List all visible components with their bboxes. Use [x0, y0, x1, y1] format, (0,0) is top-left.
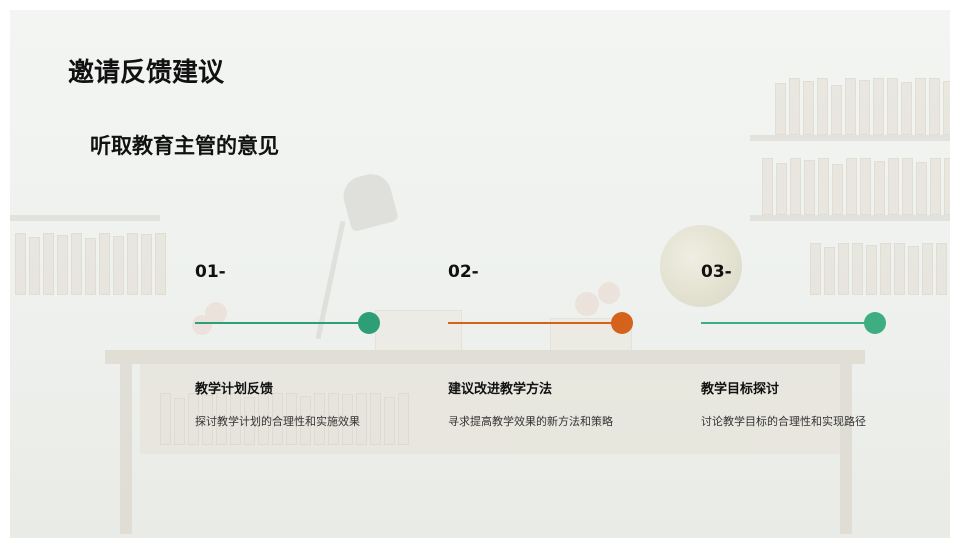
apple: [205, 302, 227, 324]
slide-canvas: 邀请反馈建议 听取教育主管的意见 01- 教学计划反馈 探讨教学计划的合理性和实…: [10, 10, 950, 538]
step-marker-dot: [864, 312, 886, 334]
slide-subtitle: 听取教育主管的意见: [90, 134, 279, 158]
step-description: 讨论教学目标的合理性和实现路径: [701, 415, 866, 428]
step-connector-line: [195, 322, 363, 324]
right-books-lower: [810, 243, 947, 295]
step-connector-line: [448, 322, 616, 324]
step-heading: 教学目标探讨: [701, 382, 780, 397]
desk-body: [140, 364, 840, 454]
desk-leg: [120, 364, 132, 534]
step-marker-dot: [358, 312, 380, 334]
slide-title: 邀请反馈建议: [68, 58, 225, 88]
desk-books: [160, 393, 409, 445]
step-heading: 建议改进教学方法: [448, 382, 553, 397]
classroom-background-image: [10, 10, 950, 538]
left-books: [15, 233, 166, 295]
apple: [575, 292, 599, 316]
step-description: 探讨教学计划的合理性和实施效果: [195, 415, 360, 428]
right-shelf-upper: [750, 135, 950, 141]
globe: [660, 225, 742, 307]
step-number: 01-: [195, 262, 226, 282]
book-stack: [375, 310, 462, 352]
step-heading: 教学计划反馈: [195, 382, 274, 397]
apple: [598, 282, 620, 304]
desk-leg: [840, 364, 852, 534]
step-description: 寻求提高教学效果的新方法和策略: [448, 415, 613, 428]
step-number: 02-: [448, 262, 479, 282]
step-connector-line: [701, 322, 869, 324]
step-number: 03-: [701, 262, 732, 282]
lamp-shade: [339, 169, 399, 233]
right-books-upper: [775, 78, 950, 135]
right-books-middle: [762, 158, 950, 215]
apple: [192, 315, 212, 335]
right-shelf-middle: [750, 215, 950, 221]
desk-top: [105, 350, 865, 364]
step-marker-dot: [611, 312, 633, 334]
left-shelf: [10, 215, 160, 221]
